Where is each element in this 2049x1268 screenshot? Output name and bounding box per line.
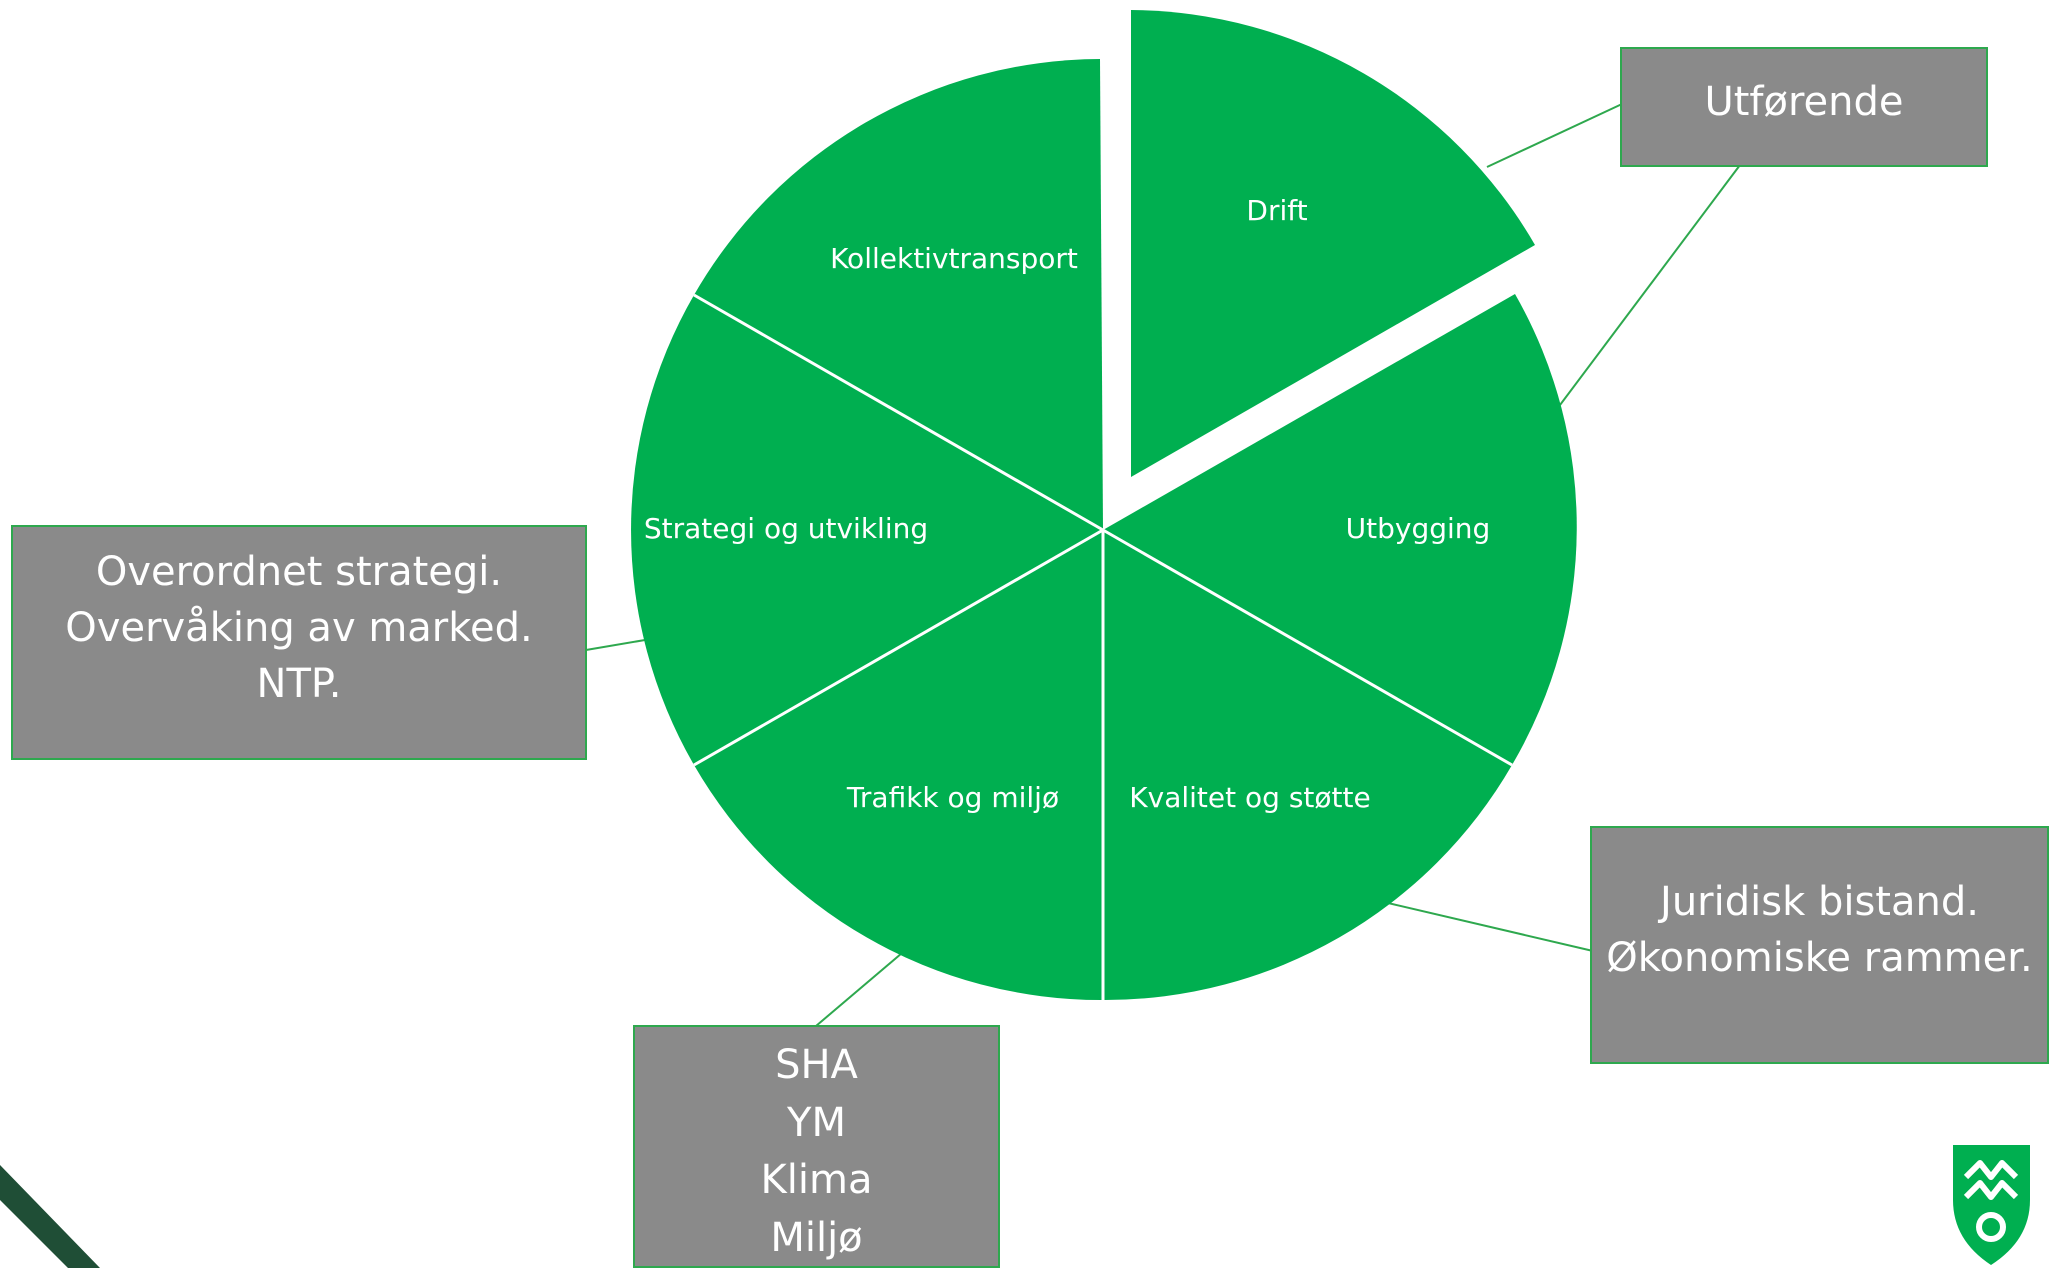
- callout-sha: SHA YM Klima Miljø: [633, 1025, 1000, 1268]
- callout-sha-line-4: Miljø: [770, 1214, 863, 1261]
- connector-drift-utforende: [1486, 103, 1623, 168]
- slice-strategi: [631, 295, 1103, 765]
- slice-utbygging: [1103, 294, 1577, 765]
- connector-trafikk-callout: [815, 952, 903, 1027]
- callout-sha-line-3: Klima: [760, 1157, 873, 1204]
- connector-kvalitet-callout: [1387, 902, 1594, 952]
- callout-sha-line-2: YM: [787, 1099, 846, 1146]
- slice-label-kollektiv: Kollektivtransport: [830, 242, 1078, 275]
- shield-ring: [1976, 1212, 2006, 1242]
- callout-strategi-line-3: NTP.: [256, 660, 342, 707]
- slice-kvalitet: [1103, 530, 1512, 1001]
- callout-juridisk: Juridisk bistand. Økonomiske rammer.: [1590, 826, 2049, 1064]
- pie-chart: [631, 10, 1577, 1001]
- shield-mountain-mark: [1963, 1180, 2019, 1200]
- slice-label-strategi: Strategi og utvikling: [644, 512, 928, 545]
- separator-strategi-kollektiv: [693, 293, 1104, 532]
- callout-strategi-line-1: Overordnet strategi.: [95, 548, 503, 595]
- county-shield-logo: [1953, 1145, 2030, 1265]
- callout-juridisk-line-2: Økonomiske rammer.: [1606, 935, 2033, 981]
- callout-utforende: Utførende: [1620, 47, 1988, 167]
- callout-sha-line-1: SHA: [775, 1042, 858, 1088]
- callout-strategi-line-2: Overvåking av marked.: [65, 604, 533, 651]
- slice-separators: [693, 293, 1513, 1000]
- corner-stripe: [0, 1165, 100, 1268]
- connectors: [585, 103, 1741, 1027]
- callout-juridisk-line-1: Juridisk bistand.: [1660, 879, 1979, 925]
- slice-trafikk: [694, 530, 1103, 1001]
- separator-trafikk-strategi: [693, 528, 1104, 767]
- shield-mountain-mark-2: [1963, 1160, 2019, 1180]
- slice-kollektiv: [694, 59, 1103, 530]
- slice-label-drift: Drift: [1246, 194, 1307, 227]
- connector-strategi-callout: [585, 639, 646, 651]
- slice-label-utbygging: Utbygging: [1346, 512, 1491, 545]
- connector-utbygging-utforende: [1559, 164, 1741, 406]
- slice-label-kvalitet: Kvalitet og støtte: [1129, 781, 1370, 814]
- slice-label-trafikk: Trafikk og miljø: [846, 781, 1059, 814]
- shield-outline: [1953, 1145, 2030, 1265]
- callout-strategi: Overordnet strategi. Overvåking av marke…: [11, 525, 587, 760]
- separator-utbygging-kvalitet: [1102, 528, 1513, 767]
- callout-utforende-line-1: Utførende: [1704, 79, 1904, 125]
- slice-drift: [1131, 10, 1535, 477]
